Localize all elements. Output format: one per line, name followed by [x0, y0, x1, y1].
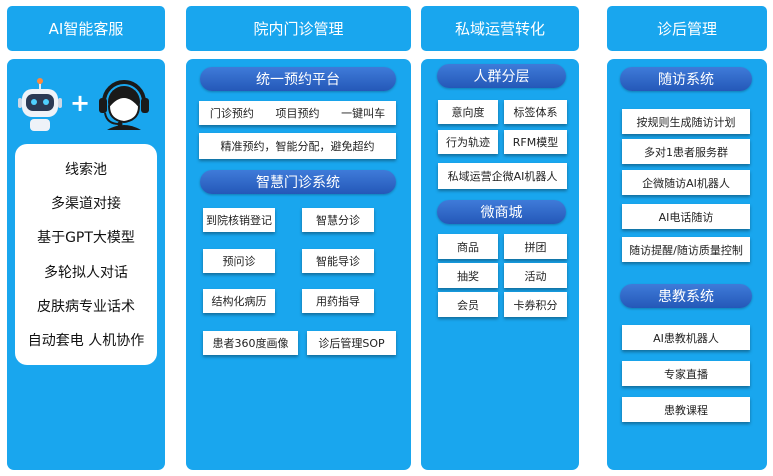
patient-education-title: 患教系统	[620, 284, 752, 308]
crowd-item: 标签体系	[504, 100, 567, 124]
column-clinic: 统一预约平台 门诊预约 项目预约 一键叫车 精准预约，智能分配，避免超约 智慧门…	[186, 59, 411, 470]
booking-option: 一键叫车	[341, 107, 386, 120]
column-post-treatment: 随访系统 按规则生成随访计划 多对1患者服务群 企微随访AI机器人 AI电话随访…	[607, 59, 767, 470]
followup-system-title: 随访系统	[620, 67, 752, 91]
list-item: 多轮拟人对话	[44, 264, 128, 281]
headset-agent-icon	[99, 80, 149, 130]
education-item: 专家直播	[622, 361, 750, 386]
micro-mall-title: 微商城	[437, 200, 566, 224]
education-item: 患教课程	[622, 397, 750, 422]
followup-item: AI电话随访	[622, 204, 750, 229]
crowd-wide-item: 私域运营企微AI机器人	[438, 163, 567, 189]
smart-clinic-item: 到院核销登记	[203, 208, 275, 232]
list-item: 皮肤病专业话术	[37, 298, 135, 315]
followup-item: 按规则生成随访计划	[622, 109, 750, 134]
list-item: 线索池	[65, 162, 107, 179]
mall-item: 抽奖	[438, 263, 498, 288]
mall-item: 拼团	[504, 234, 567, 259]
booking-options-row: 门诊预约 项目预约 一键叫车	[199, 101, 396, 125]
mall-item: 商品	[438, 234, 498, 259]
crowd-item: RFM模型	[504, 130, 567, 154]
header-post-treatment: 诊后管理	[607, 6, 767, 51]
list-item: 基于GPT大模型	[37, 230, 135, 247]
crowd-layering-title: 人群分层	[437, 64, 566, 88]
smart-clinic-item: 智能导诊	[302, 249, 374, 273]
booking-option: 项目预约	[275, 107, 320, 120]
education-item: AI患教机器人	[622, 325, 750, 350]
column-private-domain: 人群分层 意向度 标签体系 行为轨迹 RFM模型 私域运营企微AI机器人 微商城…	[421, 59, 579, 470]
list-item: 自动套电 人机协作	[27, 332, 145, 349]
smart-clinic-title: 智慧门诊系统	[200, 170, 396, 194]
smart-clinic-item: 患者360度画像	[203, 331, 298, 355]
smart-clinic-item: 预问诊	[203, 249, 275, 273]
mall-item: 活动	[504, 263, 567, 288]
plus-sign: +	[70, 89, 91, 117]
booking-description: 精准预约，智能分配，避免超约	[199, 133, 396, 159]
mall-item: 卡券积分	[504, 292, 567, 317]
mall-item: 会员	[438, 292, 498, 317]
list-item: 多渠道对接	[51, 196, 121, 213]
crowd-item: 意向度	[438, 100, 498, 124]
smart-clinic-item: 诊后管理SOP	[307, 331, 396, 355]
header-ai-service: AI智能客服	[7, 6, 165, 51]
followup-item: 企微随访AI机器人	[622, 170, 750, 195]
followup-item: 多对1患者服务群	[622, 139, 750, 164]
followup-item: 随访提醒/随访质量控制	[622, 237, 750, 262]
smart-clinic-item: 用药指导	[302, 289, 374, 313]
smart-clinic-item: 智慧分诊	[302, 208, 374, 232]
booking-option: 门诊预约	[209, 107, 254, 120]
header-private-domain: 私域运营转化	[421, 6, 579, 51]
smart-clinic-item: 结构化病历	[203, 289, 275, 313]
crowd-item: 行为轨迹	[438, 130, 498, 154]
column-ai-service: + 线索池 多渠道对接 基于GPT大模型 多轮拟人对话 皮肤病专业话术 自动套电…	[7, 59, 165, 470]
header-clinic: 院内门诊管理	[186, 6, 411, 51]
ai-service-list: 线索池 多渠道对接 基于GPT大模型 多轮拟人对话 皮肤病专业话术 自动套电 人…	[15, 144, 157, 365]
robot-icon	[18, 78, 62, 131]
booking-platform-title: 统一预约平台	[200, 67, 396, 91]
